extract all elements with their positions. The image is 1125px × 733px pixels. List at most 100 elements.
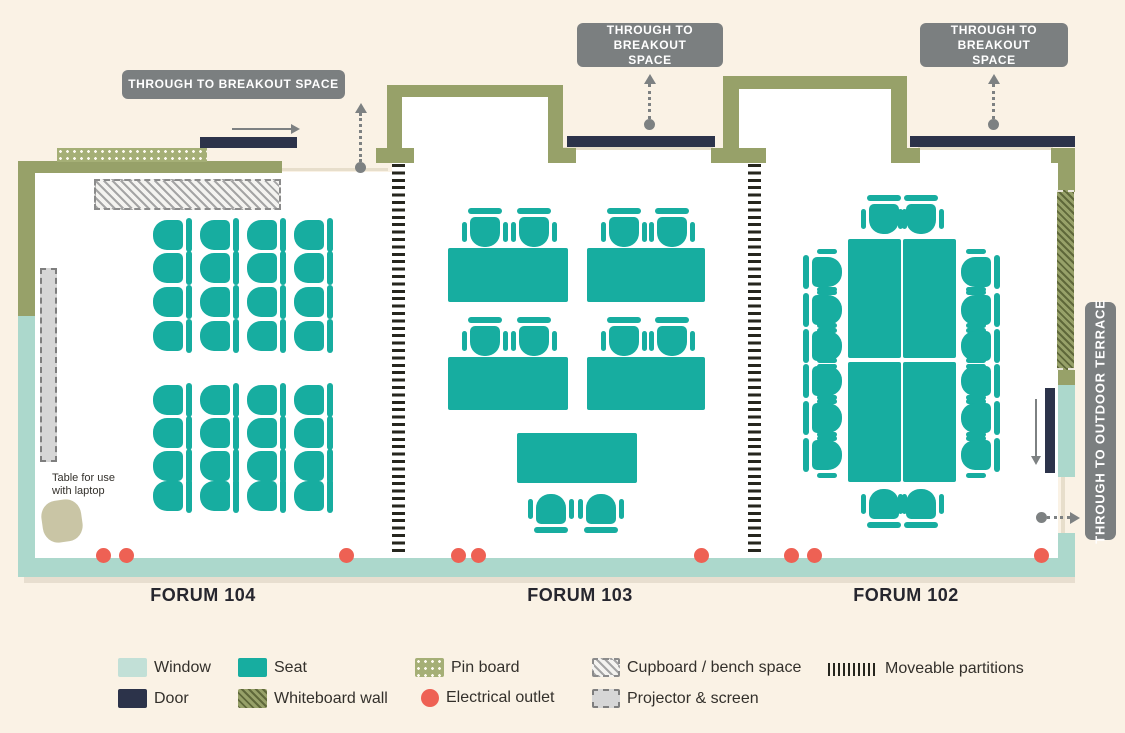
moveable-partition-104-103 xyxy=(392,164,405,556)
alcove-b-foot-right xyxy=(891,148,920,163)
seat-swatch-icon xyxy=(238,658,267,677)
legend-label: Door xyxy=(154,689,189,707)
room-label-forum-103: FORUM 103 xyxy=(527,585,633,605)
seat xyxy=(961,287,1000,333)
seat xyxy=(153,218,192,252)
pin-board xyxy=(57,148,207,162)
alcove-b-foot-left xyxy=(711,148,766,163)
legend-item-seat: Seat xyxy=(238,658,307,677)
door-outdoor-terrace xyxy=(1045,388,1055,473)
threshold-line-forum-102 xyxy=(918,147,1053,150)
seat xyxy=(528,494,574,533)
door-forum-104 xyxy=(200,137,297,148)
electrical-outlet xyxy=(1033,547,1049,563)
alcove-b-wall-left xyxy=(723,76,739,152)
table xyxy=(848,239,901,358)
threshold-line-forum-104 xyxy=(282,168,388,171)
badge-breakout-1: THROUGH TO BREAKOUT SPACE xyxy=(122,70,345,99)
badge-outdoor-terrace: THROUGH TO OUTDOOR TERRACE xyxy=(1085,299,1116,543)
wall-right-mid xyxy=(1058,370,1075,387)
electrical-outlet xyxy=(693,547,709,563)
alcove-a-interior xyxy=(402,97,548,150)
seat xyxy=(961,358,1000,404)
seat xyxy=(898,195,944,234)
room-label-forum-104: FORUM 104 xyxy=(150,585,256,605)
seat xyxy=(200,416,239,450)
seat xyxy=(511,317,557,356)
badge-breakout-2: THROUGH TO BREAKOUT SPACE xyxy=(577,23,723,67)
bottom-wall-shadow xyxy=(24,577,1075,583)
alcove-b-wall-top xyxy=(723,76,907,89)
window-bottom-wall xyxy=(18,558,1075,577)
route-arrow-breakout-3-icon xyxy=(985,74,1002,130)
moveable-partition-103-102 xyxy=(748,164,761,556)
alcove-a-wall-top xyxy=(387,85,563,97)
seat xyxy=(861,489,907,528)
wall-right-upper xyxy=(1058,150,1075,192)
legend-item-projector: Projector & screen xyxy=(592,689,759,708)
seat xyxy=(294,479,333,513)
seat xyxy=(200,449,239,483)
seat xyxy=(200,479,239,513)
seat xyxy=(294,319,333,353)
seat xyxy=(294,218,333,252)
table xyxy=(587,248,705,302)
seat xyxy=(200,383,239,417)
badge-breakout-3: THROUGH TO BREAKOUT SPACE xyxy=(920,23,1068,67)
electrical-outlet xyxy=(450,547,466,563)
legend-label: Pin board xyxy=(451,658,520,676)
partition-swatch-icon xyxy=(828,662,878,676)
door-forum-102 xyxy=(910,136,1075,147)
legend-item-partitions: Moveable partitions xyxy=(828,660,1024,678)
electrical-outlet xyxy=(470,547,486,563)
seat xyxy=(153,479,192,513)
door-forum-103 xyxy=(567,136,715,147)
threshold-line-forum-103 xyxy=(563,147,713,150)
cupboard-swatch-icon xyxy=(592,658,620,677)
seat xyxy=(861,195,907,234)
route-arrow-terrace-icon xyxy=(1036,509,1080,526)
seat xyxy=(803,358,842,404)
alcove-a-wall-right xyxy=(548,85,563,151)
projector-swatch-icon xyxy=(592,689,620,708)
electrical-outlet xyxy=(95,547,111,563)
seat xyxy=(294,251,333,285)
seat xyxy=(200,251,239,285)
legend-label: Electrical outlet xyxy=(446,689,555,706)
alcove-b-wall-right xyxy=(891,76,907,152)
window-right-wall xyxy=(1058,385,1075,477)
legend-item-pinboard: Pin board xyxy=(415,658,520,677)
seat xyxy=(601,208,647,247)
seat xyxy=(578,494,624,533)
legend-item-window: Window xyxy=(118,658,211,677)
pinboard-swatch-icon xyxy=(415,658,444,677)
seat xyxy=(462,317,508,356)
door-slide-arrow-right-icon xyxy=(232,124,300,134)
seat xyxy=(153,416,192,450)
alcove-b-interior xyxy=(739,89,891,150)
legend-label: Cupboard / bench space xyxy=(627,658,802,676)
seat xyxy=(200,319,239,353)
seat xyxy=(153,251,192,285)
seat xyxy=(601,317,647,356)
seat xyxy=(247,218,286,252)
wall-left-upper xyxy=(18,161,35,317)
seat xyxy=(803,432,842,478)
legend-label: Projector & screen xyxy=(627,689,759,707)
whiteboard-wall xyxy=(1057,190,1074,370)
seat xyxy=(153,383,192,417)
legend-label: Moveable partitions xyxy=(885,660,1024,677)
laptop-table-note: Table for use with laptop xyxy=(52,472,115,498)
window-left-wall xyxy=(18,316,35,558)
outlet-swatch-icon xyxy=(421,689,439,707)
seat xyxy=(961,432,1000,478)
wall-top-forum-104 xyxy=(18,161,282,173)
seat xyxy=(294,383,333,417)
whiteboard-swatch-icon xyxy=(238,689,267,708)
seat xyxy=(898,489,944,528)
seat xyxy=(294,285,333,319)
legend-item-cupboard: Cupboard / bench space xyxy=(592,658,801,677)
electrical-outlet xyxy=(118,547,134,563)
